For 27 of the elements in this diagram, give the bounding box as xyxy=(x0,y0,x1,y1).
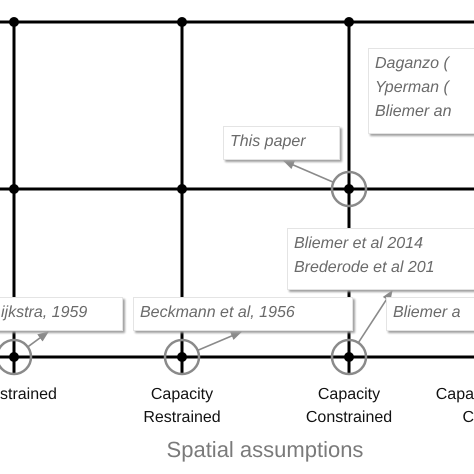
axis-title: Spatial assumptions xyxy=(166,436,364,464)
citation-text: Beckmann et al, 1956 xyxy=(140,303,295,323)
leader-arrow xyxy=(282,160,334,183)
callout-box xyxy=(287,228,474,290)
citation-text: Daganzo ( xyxy=(375,54,449,74)
callout-box xyxy=(386,297,474,331)
axis-category-label: Capacity Restrained xyxy=(142,385,222,428)
citation-text: This paper xyxy=(230,132,306,152)
highlight-circle xyxy=(330,170,368,208)
citation-text: Bliemer an xyxy=(375,102,452,122)
axis-category-label: strained xyxy=(0,385,58,405)
citation-text: Bliemer et al 2014 xyxy=(294,234,423,254)
callout-box xyxy=(133,297,353,331)
highlight-circle xyxy=(164,338,200,376)
callout-box xyxy=(368,48,474,134)
citation-text: Brederode et al 201 xyxy=(294,258,435,278)
callout-box xyxy=(0,297,123,331)
leader-arrow xyxy=(27,331,49,348)
highlight-circle xyxy=(330,338,368,376)
leader-arrow xyxy=(358,290,393,344)
citation-text: Yperman ( xyxy=(375,78,449,98)
axis-category-label: Capa C xyxy=(434,385,474,428)
citation-text: ijkstra, 1959 xyxy=(1,303,88,323)
axis-category-label: Capacity Constrained xyxy=(304,385,394,428)
leader-arrow xyxy=(197,331,242,352)
citation-text: Bliemer a xyxy=(393,303,461,323)
callout-box xyxy=(223,126,340,160)
